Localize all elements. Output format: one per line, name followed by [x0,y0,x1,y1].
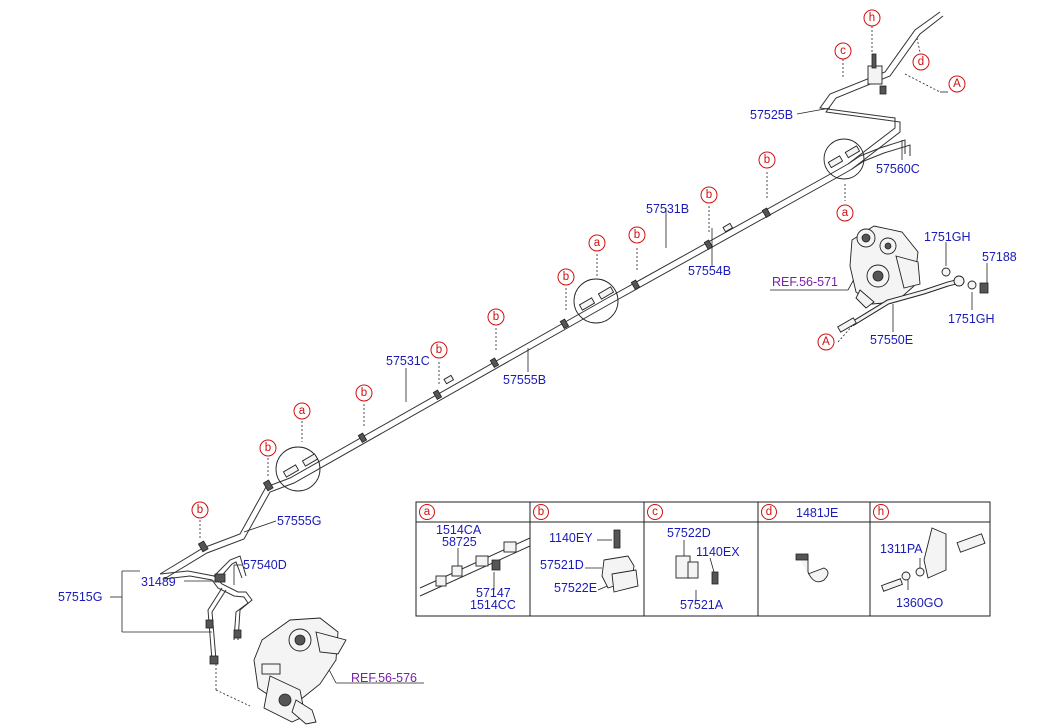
detail-table: a b c d 1481JE h 1514CA 58725 57147 1514… [415,501,991,617]
cell-h-1360GO: 1360GO [896,596,944,610]
callout-b-4: b [557,268,575,286]
label-57554B: 57554B [688,264,731,278]
callout-a-2: a [588,234,606,252]
callout-b-6: b [430,341,448,359]
callout-d: d [912,53,930,71]
callout-A-top: A [948,75,966,93]
callout-b-7: b [355,384,373,402]
callout-bubbles: h c d A b b a b a b b A b b a b b [191,9,966,519]
part-number-labels: 57525B 57560C 57531B 57554B 1751GH 57188… [58,108,1017,685]
callout-b-3: b [628,226,646,244]
svg-text:d: d [918,56,924,68]
label-57515G: 57515G [58,590,102,604]
svg-text:c: c [652,506,658,518]
pressure-hose [837,267,989,333]
svg-text:a: a [299,405,306,417]
svg-text:A: A [822,336,830,348]
ref-pump: REF.56-571 [772,275,838,289]
rear-brackets [867,53,887,95]
callout-b-5: b [487,308,505,326]
callout-b-9: b [191,501,209,519]
svg-text:a: a [424,506,431,518]
ref-gear: REF.56-576 [351,671,417,685]
main-pipe-assembly [159,11,944,580]
table-cell-a: 1514CA 58725 57147 1514CC [419,523,531,612]
pipe-clips [197,207,772,553]
svg-text:h: h [869,12,875,24]
label-57531B: 57531B [646,202,689,216]
callout-a-3: a [293,402,311,420]
label-57550E: 57550E [870,333,913,347]
label-1751GH-top: 1751GH [924,230,971,244]
svg-text:b: b [634,229,640,241]
cell-a-1514CC: 1514CC [470,598,516,612]
label-1751GH-bottom: 1751GH [948,312,995,326]
table-cell-d [795,553,829,583]
callout-c: c [834,42,852,60]
table-cell-b: 1140EY 57521D 57522E [540,529,639,595]
cell-a-58725: 58725 [442,535,477,549]
svg-text:b: b [706,189,712,201]
svg-text:b: b [493,311,499,323]
label-57555G: 57555G [277,514,321,528]
svg-text:A: A [953,78,961,90]
dashed-leaders [199,26,948,540]
svg-text:b: b [361,387,367,399]
svg-text:b: b [563,271,569,283]
table-header-d-title: 1481JE [796,506,838,520]
svg-text:b: b [197,504,203,516]
label-57555B: 57555B [503,373,546,387]
table-cell-c: 57522D 1140EX 57521A [667,526,740,612]
label-57540D: 57540D [243,558,287,572]
callout-A-bottom: A [817,333,835,351]
leader-lines [110,107,988,684]
svg-text:b: b [436,344,442,356]
cell-c-1140EX: 1140EX [696,545,740,559]
label-57525B: 57525B [750,108,793,122]
label-57560C: 57560C [876,162,920,176]
cell-b-1140EY: 1140EY [549,531,593,545]
table-header-b: b [533,504,549,520]
table-header-c: c [647,504,663,520]
cell-c-57522D: 57522D [667,526,711,540]
svg-text:d: d [766,506,772,518]
callout-h: h [863,9,881,27]
svg-text:a: a [594,237,601,249]
front-lines [159,555,253,707]
cell-b-57521D: 57521D [540,558,584,572]
cell-a-1514CA: 1514CA [436,523,482,537]
cell-h-1311PA: 1311PA [880,542,923,556]
svg-text:c: c [840,45,846,57]
svg-text:b: b [538,506,544,518]
table-header-d: d [761,504,777,520]
cell-c-57521A: 57521A [680,598,724,612]
svg-text:a: a [842,207,849,219]
svg-text:b: b [764,154,770,166]
callout-a-1: a [836,204,854,222]
label-31489: 31489 [141,575,176,589]
callout-b-8: b [259,439,277,457]
table-header-a: a [419,504,435,520]
label-57188: 57188 [982,250,1017,264]
svg-text:h: h [878,506,884,518]
table-header-h: h [873,504,889,520]
table-cell-h: 1311PA 1360GO [880,527,986,610]
label-57531C: 57531C [386,354,430,368]
cell-a-57147: 57147 [476,586,511,600]
cell-b-57522E: 57522E [554,581,597,595]
callout-b-1: b [758,151,776,169]
callout-b-2: b [700,186,718,204]
power-steering-pump [849,225,921,309]
joint-circles [275,138,865,492]
svg-text:b: b [265,442,271,454]
steering-gear [253,617,347,725]
